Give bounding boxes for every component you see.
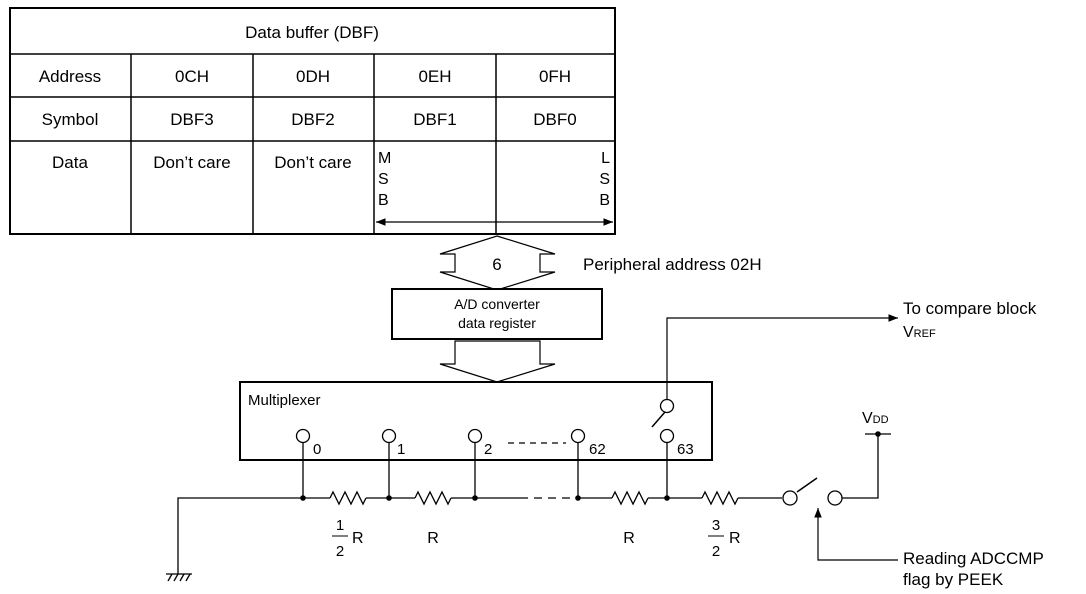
register-to-mux-arrow [439,340,556,383]
symbol-cell: DBF0 [533,110,576,129]
bus-width-label: 6 [492,255,501,274]
tap-label: 1 [397,441,405,458]
msb-letter: B [378,192,389,209]
resistor-label-num: 3 [712,517,720,534]
lsb-letter: L [601,150,610,167]
compare-block-label: To compare block [903,299,1037,318]
tap-switch-0 [295,428,311,444]
ground-icon [166,573,192,582]
adc-register-line2: data register [458,315,536,331]
resistor-label: R [623,530,635,547]
resistor-r [414,490,452,506]
table-title: Data buffer (DBF) [245,23,379,42]
data-cell: Don’t care [274,153,351,172]
symbol-cell: DBF2 [291,110,334,129]
symbol-cell: DBF3 [170,110,213,129]
tap-label: 62 [589,441,606,458]
tap-label: 0 [313,441,321,458]
peripheral-address-label: Peripheral address 02H [583,255,762,274]
resistor-half-r [329,490,367,506]
adc-register-line1: A/D converter [454,296,540,312]
resistor-label-den: 2 [336,543,344,560]
tap-switch-62 [570,428,586,444]
tap-switch-2 [467,428,483,444]
vdd-label: VDD [862,410,889,427]
vref-label: VREF [903,324,936,341]
adc-data-register-box [391,288,603,340]
address-cell: 0FH [539,67,571,86]
resistor-r [611,490,649,506]
data-buffer-table [9,7,616,235]
data-cell: Don’t care [153,153,230,172]
lsb-letter: B [599,192,610,209]
switch-blade [796,477,818,493]
tap-switches [295,398,675,444]
flag-label-line2: flag by PEEK [903,570,1004,589]
row-label-symbol: Symbol [42,110,99,129]
address-cell: 0CH [175,67,209,86]
msb-letter: S [378,171,389,188]
ground-wire [177,497,303,574]
resistor-label-unit: R [352,530,364,547]
multiplexer-box [239,381,713,461]
msb-letter: M [378,150,391,167]
switch-contact-right [827,490,843,506]
symbol-cell: DBF1 [413,110,456,129]
address-cell: 0DH [296,67,330,86]
flag-control-arrow [814,508,898,561]
tap-label: 2 [484,441,492,458]
vdd-wire [842,434,879,499]
lsb-letter: S [599,171,610,188]
tap-switch-63 [659,428,675,444]
tap-switch-1 [381,428,397,444]
flag-label-line1: Reading ADCCMP [903,549,1044,568]
junction-dots [300,495,670,501]
mux-output-node [659,398,675,414]
mux-selector-arm [651,411,666,428]
resistor-label-unit: R [729,530,741,547]
tap-label: 63 [677,441,694,458]
compare-output-line [666,314,898,399]
switch-contact-left [782,490,798,506]
multiplexer-label: Multiplexer [248,392,321,409]
address-cell: 0EH [418,67,451,86]
row-label-data: Data [52,153,88,172]
resistor-label-num: 1 [336,517,344,534]
resistor-ladder [177,443,782,574]
resistor-three-half-r [701,490,739,506]
row-label-address: Address [39,67,101,86]
resistor-label: R [427,530,439,547]
resistor-label-den: 2 [712,543,720,560]
